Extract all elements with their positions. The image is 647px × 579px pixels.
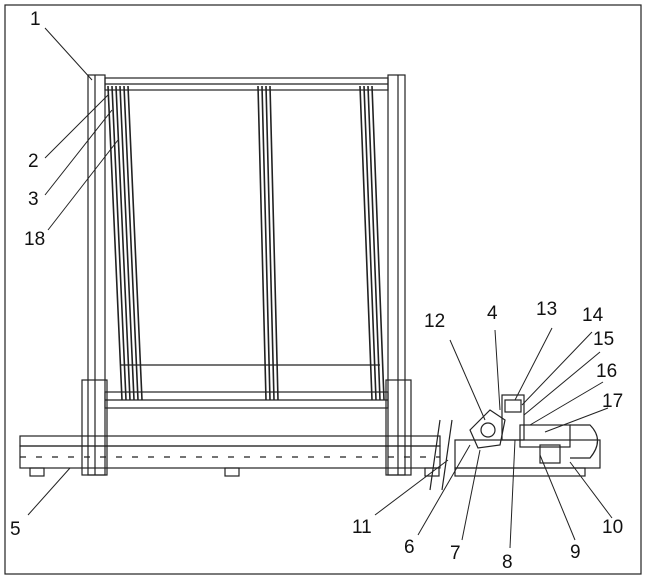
- cutting-head: [469, 394, 599, 464]
- label-14: 14: [582, 305, 604, 326]
- label-5: 5: [10, 519, 21, 540]
- label-3: 3: [28, 189, 39, 210]
- label-6: 6: [404, 537, 415, 558]
- label-7: 7: [450, 543, 461, 564]
- label-11: 11: [352, 517, 372, 538]
- label-18: 18: [24, 229, 46, 250]
- label-12: 12: [424, 311, 446, 332]
- label-13: 13: [536, 299, 558, 320]
- track: [19, 419, 601, 491]
- label-8: 8: [502, 552, 513, 573]
- label-10: 10: [602, 517, 624, 538]
- frame: [81, 74, 412, 476]
- drawing-border: [4, 4, 642, 575]
- label-17: 17: [602, 391, 624, 412]
- glass-rails: [107, 85, 385, 401]
- label-9: 9: [570, 542, 581, 563]
- label-2: 2: [28, 151, 39, 172]
- label-15: 15: [593, 329, 615, 350]
- label-16: 16: [596, 361, 618, 382]
- leader-lines: [27, 27, 613, 549]
- label-4: 4: [487, 303, 498, 324]
- label-1: 1: [30, 9, 41, 30]
